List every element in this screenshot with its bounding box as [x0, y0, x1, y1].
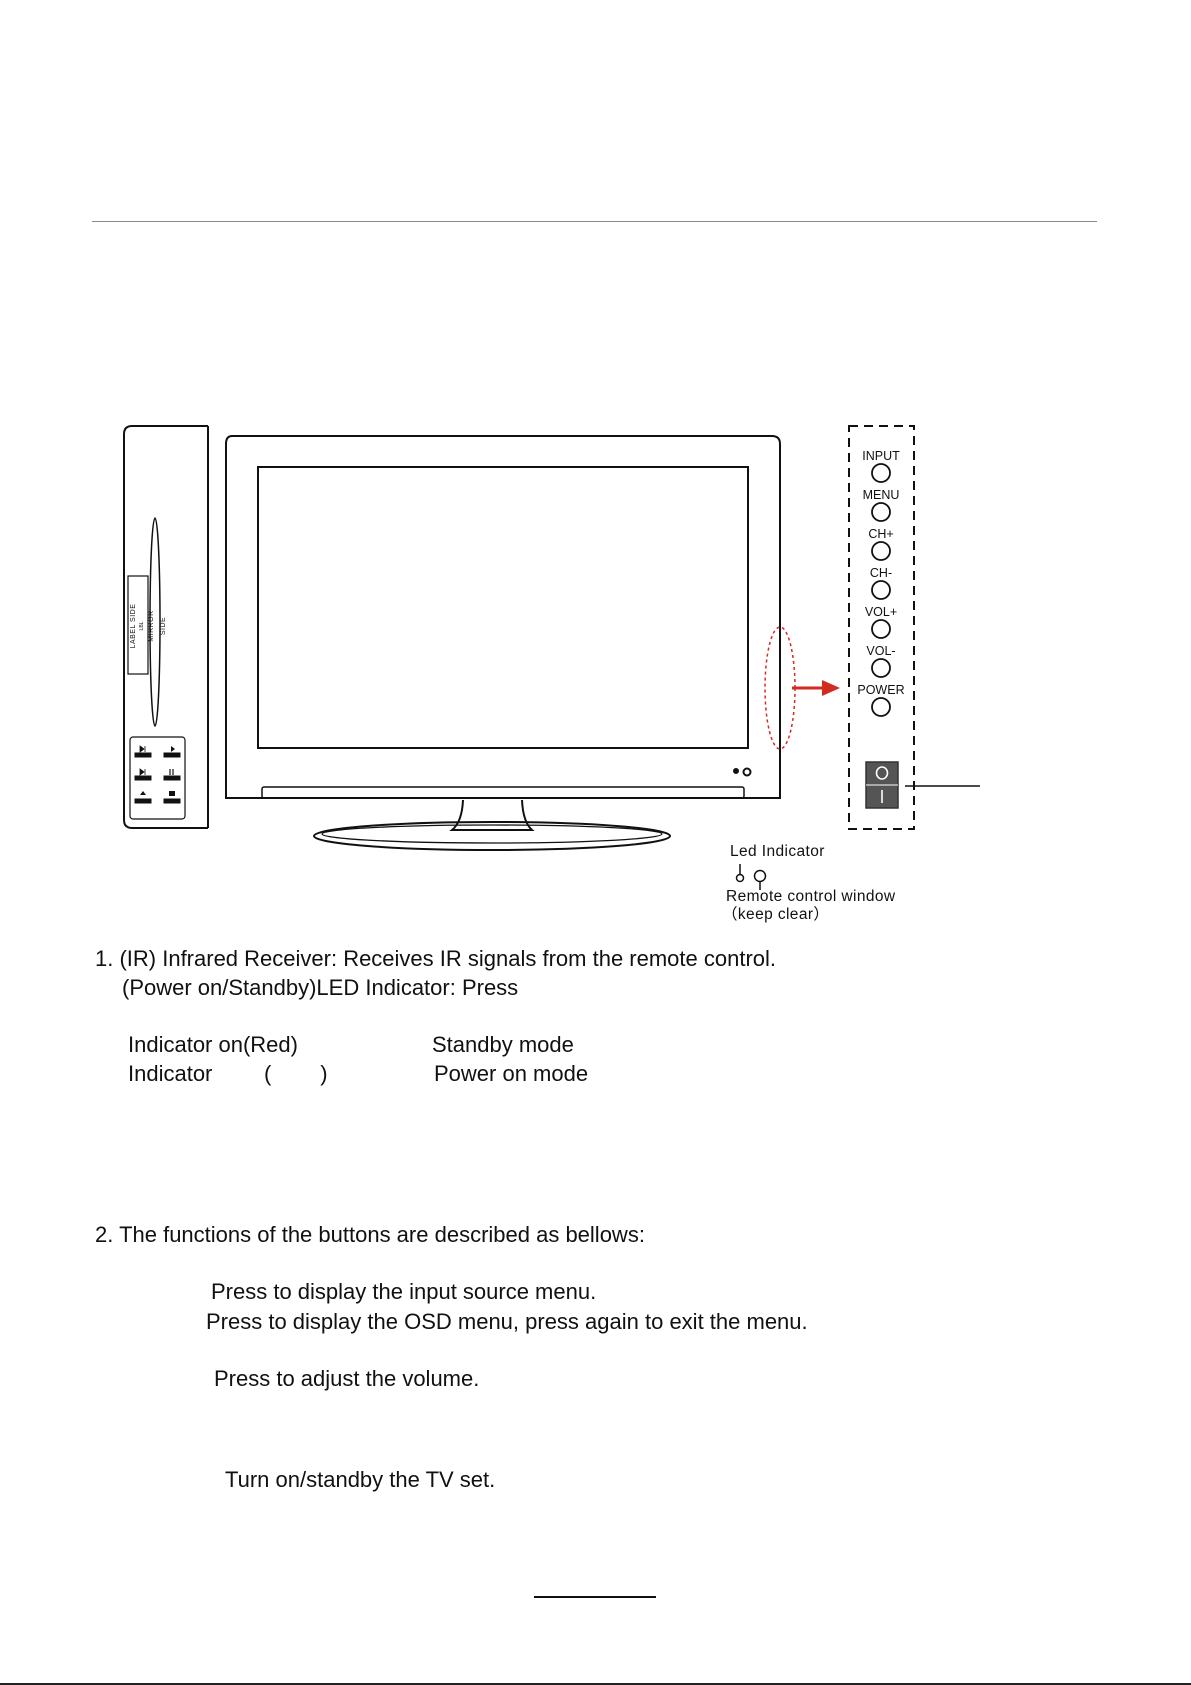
- indicator-paren: ( ): [264, 1061, 328, 1086]
- section1-line2: (Power on/Standby)LED Indicator: Press: [122, 975, 519, 1000]
- indicator-label: Indicator: [128, 1061, 213, 1086]
- menu-description: Press to display the OSD menu, press aga…: [206, 1309, 808, 1334]
- ch-plus-button-label: CH+: [868, 527, 894, 541]
- power-on-mode-label: Power on mode: [434, 1061, 589, 1086]
- remote-window-label: Remote control window: [726, 888, 896, 905]
- indicator-on-label: Indicator on(Red): [128, 1032, 298, 1057]
- power-description: Turn on/standby the TV set.: [225, 1467, 496, 1492]
- header-rule: [92, 221, 1097, 222]
- side-mirror-text: MIRROR SIDE: [148, 610, 167, 642]
- vol-description: Press to adjust the volume.: [214, 1366, 480, 1391]
- bottom-edge: [0, 1683, 1191, 1685]
- input-button-label: INPUT: [862, 449, 900, 463]
- tv-side-view: [123, 425, 209, 829]
- led-remote-markers: [735, 864, 767, 890]
- tv-front-diagram: [123, 425, 980, 890]
- led-indicator-label: Led Indicator: [730, 843, 825, 860]
- section2-heading: 2. The functions of the buttons are desc…: [95, 1222, 645, 1247]
- keep-clear-label: （keep clear）: [722, 906, 830, 923]
- standby-mode-label: Standby mode: [432, 1032, 574, 1057]
- section1-line1: 1. (IR) Infrared Receiver: Receives IR s…: [95, 946, 777, 971]
- power-button-label: POWER: [857, 683, 905, 697]
- ch-minus-button-label: CH-: [869, 566, 893, 580]
- menu-button-label: MENU: [862, 488, 900, 502]
- vol-minus-button-label: VOL-: [866, 644, 896, 658]
- input-description: Press to display the input source menu.: [211, 1279, 597, 1304]
- tv-front-view: [225, 435, 840, 851]
- vol-plus-button-label: VOL+: [864, 605, 898, 619]
- page-number-rule: [534, 1596, 656, 1598]
- side-control-panel: [848, 425, 980, 830]
